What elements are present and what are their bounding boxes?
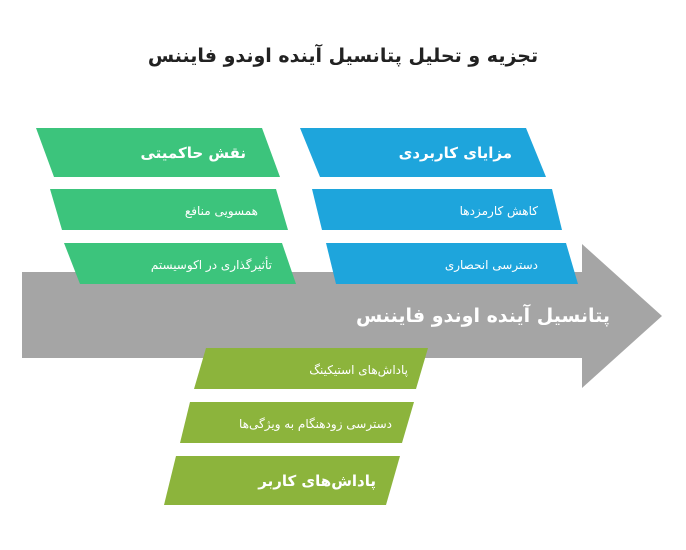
rewards-item-box-2 bbox=[180, 402, 414, 443]
utility-item-1: کاهش کارمزدها bbox=[460, 204, 539, 219]
rewards-item-2: دسترسی زودهنگام به ویژگی‌ها bbox=[239, 417, 392, 432]
rewards-item-box-1 bbox=[194, 348, 428, 389]
diagram-title: تجزیه و تحلیل پتانسیل آینده اوندو فایننس bbox=[148, 43, 538, 67]
governance-item-box-2 bbox=[64, 243, 296, 284]
rewards-item-1: پاداش‌های استیکینگ bbox=[309, 363, 408, 378]
governance-item-box-1 bbox=[50, 189, 288, 230]
utility-heading: مزایای کاربردی bbox=[399, 144, 512, 162]
governance-heading-box bbox=[36, 128, 280, 177]
spine-label: پتانسیل آینده اوندو فایننس bbox=[356, 303, 610, 327]
utility-heading-box bbox=[300, 128, 546, 177]
rewards-heading: پاداش‌های کاربر bbox=[257, 472, 376, 491]
utility-item-2: دسترسی انحصاری bbox=[445, 258, 538, 273]
governance-item-1: همسویی منافع bbox=[185, 204, 258, 219]
governance-item-2: تأثیرگذاری در اکوسیستم bbox=[151, 256, 272, 273]
governance-heading: نقش حاکمیتی bbox=[141, 144, 247, 162]
utility-item-box-2 bbox=[326, 243, 578, 284]
utility-item-box-1 bbox=[312, 189, 562, 230]
rewards-heading-box bbox=[164, 456, 400, 505]
